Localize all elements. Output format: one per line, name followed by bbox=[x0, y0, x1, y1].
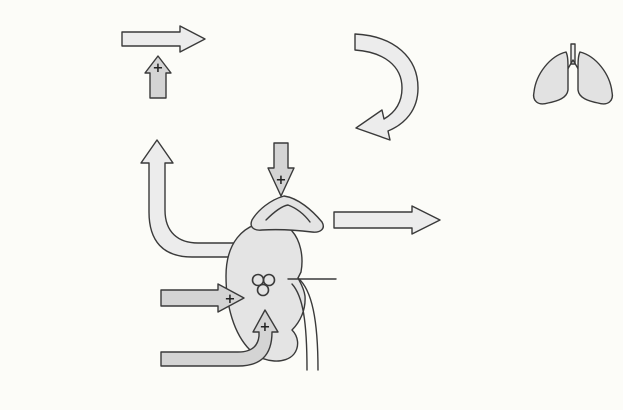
adrenal-gland-icon bbox=[250, 195, 324, 233]
ureter-line bbox=[297, 277, 319, 371]
down-stimulating-arrow bbox=[267, 142, 295, 197]
top-up-arrow bbox=[144, 55, 172, 99]
bottom-curved-arrow bbox=[160, 309, 279, 367]
left-stimulating-arrow bbox=[160, 283, 245, 313]
plus-sign-center: + bbox=[276, 173, 287, 188]
up-bent-arrow bbox=[140, 139, 239, 258]
plus-sign-left: + bbox=[225, 292, 236, 307]
cell-cluster-icon bbox=[251, 273, 276, 297]
adrenal-gland-inner bbox=[265, 204, 311, 223]
ureter-line-inner bbox=[291, 283, 308, 371]
top-horizontal-arrow bbox=[121, 25, 206, 53]
curved-feedback-arrow bbox=[354, 33, 419, 141]
plus-sign-top: + bbox=[153, 61, 164, 76]
kidney-icon bbox=[225, 221, 306, 362]
right-output-arrow bbox=[333, 205, 441, 235]
lungs-icon bbox=[532, 43, 614, 105]
plus-sign-bottom: + bbox=[260, 320, 271, 335]
